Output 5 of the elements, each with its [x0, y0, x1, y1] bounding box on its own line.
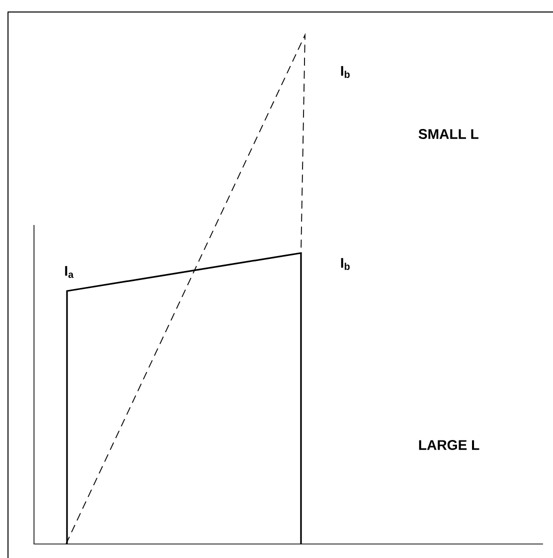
point-label: I$_{b}$ [341, 258, 350, 270]
point-label: I$_{a}$ [65, 266, 74, 278]
region-label: LARGE L [419, 440, 480, 450]
point-label: I$_{b}$ [341, 66, 350, 78]
region-label: SMALL L [418, 129, 478, 139]
